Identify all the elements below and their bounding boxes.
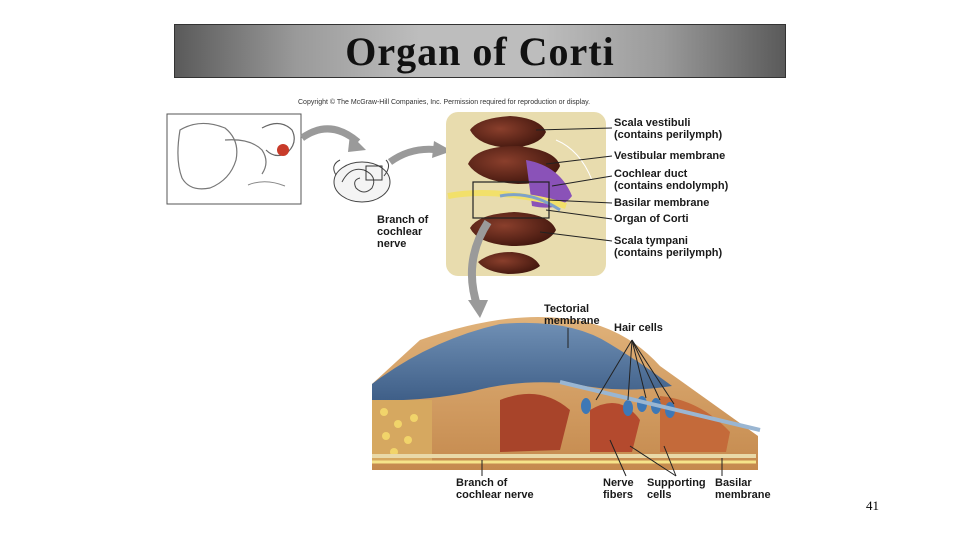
- label-scala-tympani: Scala tympani (contains perilymph): [614, 235, 723, 259]
- ear-thumbnail: [166, 113, 302, 205]
- page-number: 41: [866, 498, 879, 513]
- label-tectorial-membrane: Tectorial membrane: [544, 303, 600, 327]
- label-branch-cochlear-nerve-top: Branch of cochlear nerve: [377, 214, 429, 250]
- leader-lines-top: [535, 127, 613, 242]
- organ-of-corti-illustration: [372, 316, 761, 470]
- label-hair-cells: Hair cells: [614, 322, 663, 334]
- label-vestibular-membrane: Vestibular membrane: [614, 150, 726, 162]
- cochlea-highlight-icon: [277, 144, 289, 156]
- leader-lines-bottom: [481, 328, 723, 477]
- label-supporting-cells: Supporting cells: [647, 477, 706, 501]
- arrow-icon: [467, 219, 492, 310]
- arrowhead-icon: [432, 141, 452, 158]
- label-nerve-fibers: Nerve fibers: [603, 477, 634, 501]
- copyright-notice: Copyright © The McGraw-Hill Companies, I…: [298, 99, 591, 106]
- label-organ-of-corti: Organ of Corti: [614, 213, 689, 225]
- slide-title: Organ of Corti: [345, 28, 615, 74]
- cochlea-cross-section: [446, 112, 606, 276]
- arrowhead-icon: [468, 300, 488, 318]
- label-scala-vestibuli: Scala vestibuli (contains perilymph): [614, 117, 723, 141]
- label-basilar-membrane-top: Basilar membrane: [614, 197, 710, 209]
- title-bar: Organ of Corti: [174, 24, 786, 78]
- label-cochlear-duct: Cochlear duct (contains endolymph): [614, 168, 729, 192]
- label-basilar-membrane-bottom: Basilar membrane: [715, 477, 771, 501]
- cochlea-sketch: [333, 159, 391, 203]
- label-branch-cochlear-nerve-bottom: Branch of cochlear nerve: [456, 477, 534, 501]
- arrowhead-icon: [348, 134, 366, 152]
